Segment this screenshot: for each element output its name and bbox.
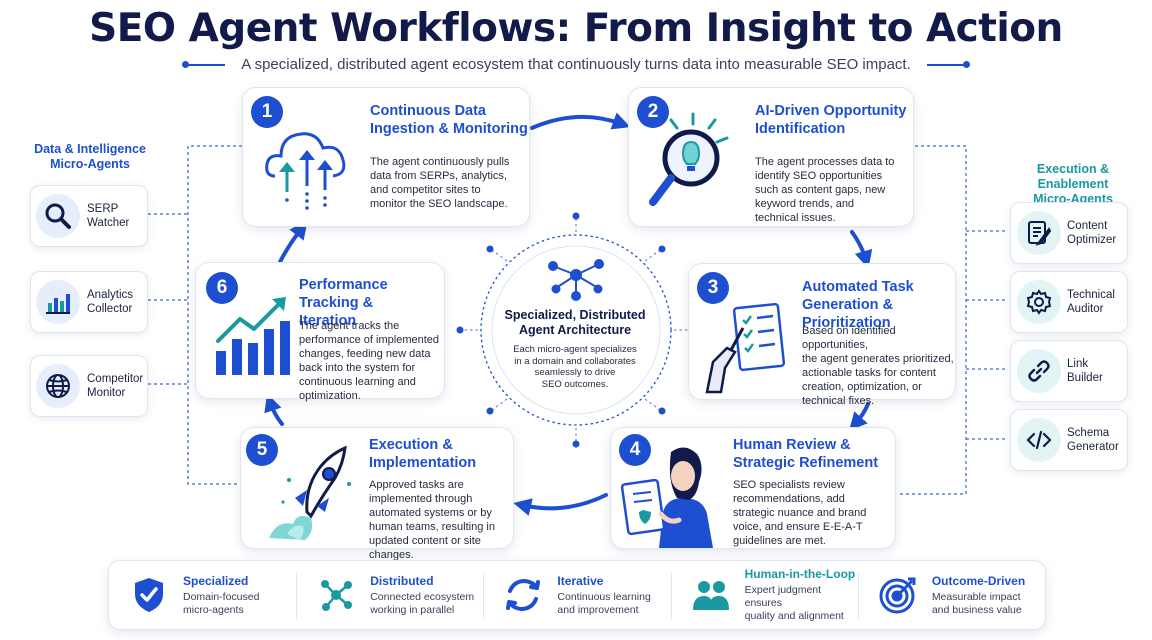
feature-title: Distributed	[370, 573, 434, 588]
gear-icon	[1017, 280, 1061, 324]
cloud-upload-icon	[265, 132, 346, 210]
globe-icon	[36, 364, 80, 408]
arrow-4-to-5	[513, 493, 608, 516]
growth-chart-icon	[216, 297, 290, 375]
center-title: Specialized, Distributed Agent Architect…	[504, 308, 646, 337]
subtitle-row: A specialized, distributed agent ecosyst…	[0, 56, 1152, 73]
arrow-5-to-6	[264, 393, 284, 426]
network-icon	[316, 575, 356, 615]
target-icon	[878, 575, 918, 615]
lightbulb-magnifier-icon	[649, 112, 729, 206]
step-number-badge: 1	[251, 96, 283, 128]
right-panel-heading: Execution & Enablement Micro-Agents	[1033, 162, 1113, 206]
step-description: Based on identified opportunities,the ag…	[802, 325, 954, 407]
magnifier-icon	[36, 194, 80, 238]
arrow-6-to-1	[278, 220, 308, 264]
step-number-badge: 4	[619, 434, 651, 466]
subtitle-divider-left	[182, 60, 226, 68]
step-number-badge: 2	[637, 96, 669, 128]
arrow-2-to-3	[850, 230, 873, 269]
step-title: Performance Tracking &Iteration	[299, 277, 388, 329]
shield-check-icon	[129, 575, 169, 615]
subtitle-divider-right	[926, 60, 970, 68]
bar-chart-icon	[36, 280, 80, 324]
step-number-badge: 6	[206, 272, 238, 304]
feature-title: Iterative	[557, 573, 604, 588]
link-icon	[1017, 349, 1061, 393]
feature-title: Human-in-the-Loop	[744, 567, 856, 581]
left-panel-heading: Data & Intelligence Micro-Agents	[34, 142, 146, 171]
step-number-badge: 5	[246, 434, 278, 466]
page-subtitle: A specialized, distributed agent ecosyst…	[241, 56, 911, 73]
step-title: Human Review &Strategic Refinement	[733, 437, 879, 471]
feature-title: Specialized	[183, 573, 249, 588]
step-card-6[interactable]: 6 Performance Tracking &Iteration The ag…	[195, 262, 445, 402]
network-nodes-icon	[548, 259, 604, 301]
feature-title: Outcome-Driven	[931, 573, 1026, 588]
step-number-badge: 3	[697, 272, 729, 304]
robot-checklist-icon	[705, 302, 786, 394]
arrow-1-to-2	[530, 112, 631, 130]
code-brackets-icon	[1017, 418, 1061, 462]
step-title: Execution &Implementation	[369, 437, 477, 471]
people-icon	[691, 575, 731, 615]
center-description: Each micro-agent specializes in a domain…	[513, 344, 637, 390]
edit-document-icon	[1017, 211, 1061, 255]
rocket-icon	[269, 445, 351, 540]
step-card-4[interactable]: 4 Human Review &Strategic Refinement SEO…	[610, 427, 896, 549]
cycle-arrows-icon	[503, 575, 543, 615]
step-card-5[interactable]: 5 Execution &Implementation Approved tas…	[240, 427, 514, 561]
reviewer-person-icon	[620, 447, 713, 548]
feature-human-in-the-loop: Human-in-the-Loop Expert judgment ensure…	[670, 561, 858, 629]
page-title: SEO Agent Workflows: From Insight to Act…	[89, 6, 1063, 51]
